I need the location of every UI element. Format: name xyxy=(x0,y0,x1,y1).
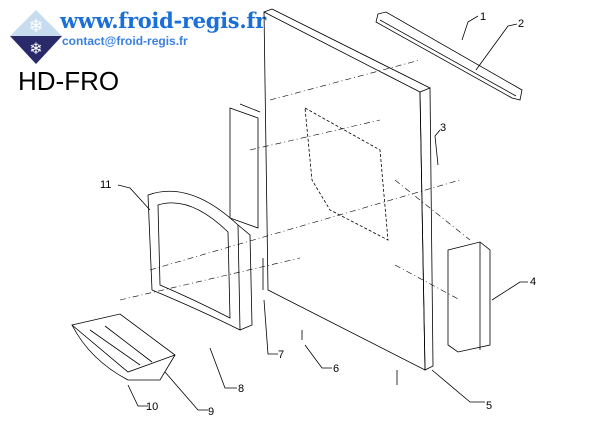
part-label-10: 10 xyxy=(146,401,158,413)
part-label-9: 9 xyxy=(208,406,214,418)
part-label-4: 4 xyxy=(530,276,536,288)
svg-text:❄: ❄ xyxy=(28,16,43,36)
part-2-top-rail xyxy=(375,11,523,101)
part-label-5: 5 xyxy=(486,400,492,412)
part-label-2: 2 xyxy=(518,18,524,30)
website-link[interactable]: www.froid-regis.fr xyxy=(60,8,266,33)
model-title: HD-FRO xyxy=(18,66,120,96)
part-4-side-cover xyxy=(447,241,491,353)
part-label-8: 8 xyxy=(238,383,244,395)
email-link[interactable]: contact@froid-regis.fr xyxy=(62,34,188,48)
logo: ❄ ❄ xyxy=(10,10,62,64)
bracket xyxy=(229,103,261,229)
part-11-front-frame xyxy=(147,190,253,331)
part-label-6: 6 xyxy=(333,363,339,375)
part-10-drip-tray xyxy=(71,313,176,381)
part-label-7: 7 xyxy=(278,349,284,361)
svg-text:❄: ❄ xyxy=(29,41,42,58)
part-5-back-panel xyxy=(263,8,434,371)
part-label-1: 1 xyxy=(480,11,486,23)
part-label-3: 3 xyxy=(440,122,446,134)
part-label-11: 11 xyxy=(100,179,111,191)
